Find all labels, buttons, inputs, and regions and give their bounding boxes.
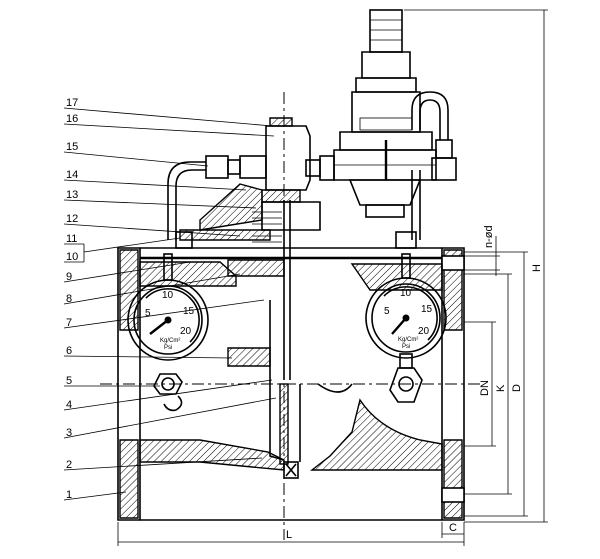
right-pressure-gauge: 5 10 15 20 Kg/Cm² Psi: [365, 253, 447, 359]
label-13: 13: [66, 189, 78, 201]
label-4: 4: [66, 399, 72, 411]
label-10: 10: [66, 251, 78, 263]
label-11: 11: [66, 233, 77, 245]
left-gauge-unit: Kg/Cm²: [160, 338, 180, 344]
label-5: 5: [66, 375, 72, 387]
left-gauge-psi: Psi: [164, 345, 172, 351]
right-tubing: [411, 91, 457, 240]
right-gauge-psi: Psi: [402, 344, 410, 350]
dim-c: C: [449, 522, 457, 534]
right-gauge-unit: Kg/Cm²: [398, 337, 418, 343]
label-15: 15: [66, 141, 78, 153]
label-9: 9: [66, 271, 72, 283]
dim-dn: DN: [479, 380, 491, 396]
label-17: 17: [66, 97, 78, 109]
part-leaders: 17 16 15 14 13 12 11 10 9 8 7 6 5 4 3 2 …: [63, 97, 277, 501]
dim-k: K: [495, 384, 507, 392]
label-2: 2: [66, 459, 72, 471]
left-gauge-tick-10: 10: [162, 290, 174, 301]
main-body: [100, 92, 480, 540]
dim-nd: n-ød: [483, 225, 495, 248]
right-gauge-tick-15: 15: [421, 304, 433, 315]
label-6: 6: [66, 345, 72, 357]
label-1: 1: [66, 489, 72, 501]
dimension-lines: H n-ød D K DN L C: [117, 9, 548, 546]
label-12: 12: [66, 213, 78, 225]
dim-d: D: [511, 384, 523, 392]
label-16: 16: [66, 113, 78, 125]
left-pressure-gauge: 5 10 15 20 Kg/Cm² Psi: [127, 253, 209, 361]
left-ball-valve: [153, 373, 183, 412]
right-gauge-tick-20: 20: [418, 326, 430, 337]
dim-l: L: [286, 529, 292, 541]
right-gauge-tick-5: 5: [384, 306, 390, 317]
right-ball-valve: [389, 353, 423, 403]
right-gauge-tick-10: 10: [400, 288, 412, 299]
bonnet-assembly: [175, 117, 417, 249]
left-gauge-tick-15: 15: [183, 306, 195, 317]
left-gauge-tick-5: 5: [145, 308, 151, 319]
label-3: 3: [66, 427, 72, 439]
label-7: 7: [66, 317, 72, 329]
label-14: 14: [66, 169, 78, 181]
label-8: 8: [66, 293, 72, 305]
left-gauge-tick-20: 20: [180, 326, 192, 337]
dim-h: H: [531, 264, 543, 272]
